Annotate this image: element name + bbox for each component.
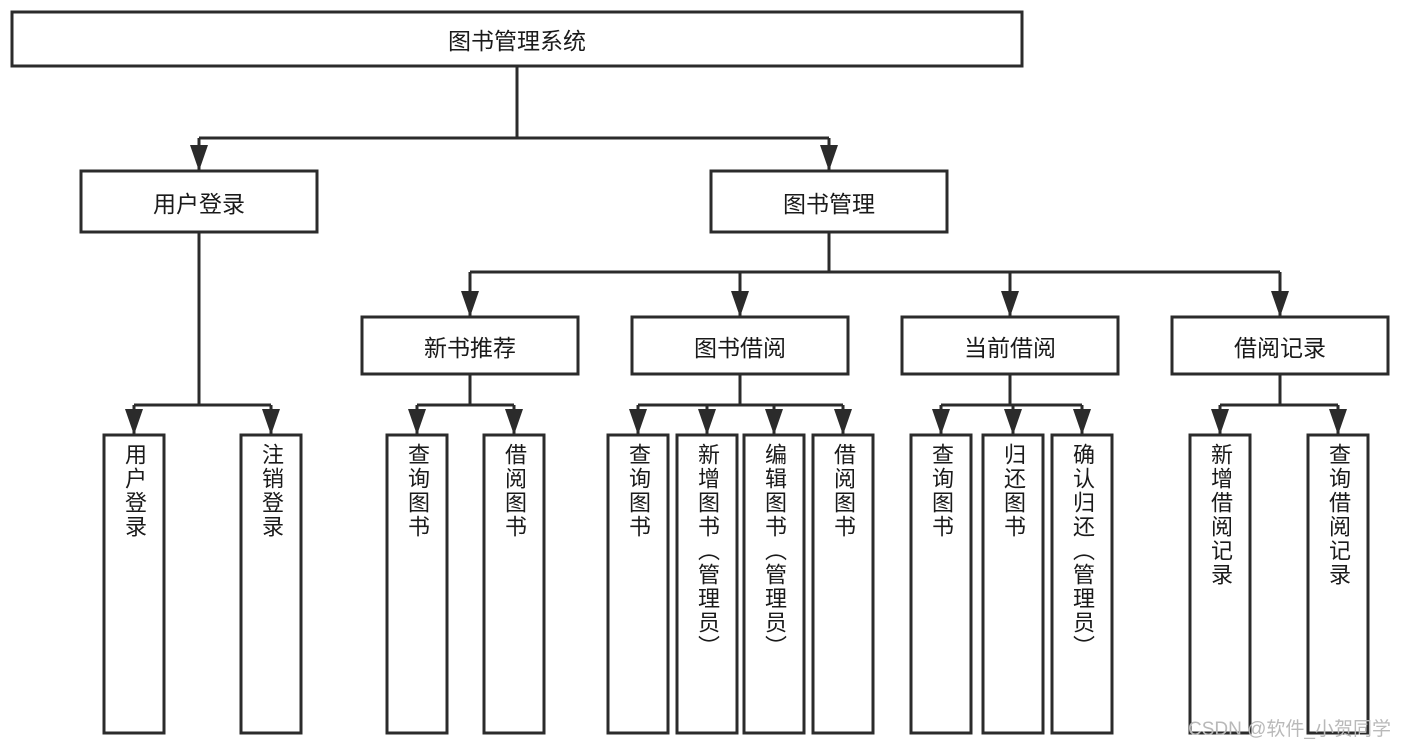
connector-layer — [125, 66, 1347, 435]
arrow-head-icon-leaf-borrow-book-rec — [505, 409, 523, 435]
node-box-leaf-query-book-current — [909, 433, 973, 735]
node-box-borrow-record — [1170, 315, 1390, 376]
arrow-head-icon-leaf-return-book — [1004, 409, 1022, 435]
arrow-head-icon-leaf-query-book-current — [932, 409, 950, 435]
node-box-leaf-borrow-book-rec — [482, 433, 546, 735]
node-box-leaf-user-login — [102, 433, 166, 735]
arrow-head-icon-leaf-borrow-book — [834, 409, 852, 435]
node-box-leaf-query-borrow-record — [1306, 433, 1370, 735]
node-box-leaf-edit-book-admin — [742, 433, 806, 735]
arrow-head-icon-leaf-logout-login — [262, 409, 280, 435]
node-box-leaf-borrow-book — [811, 433, 875, 735]
node-box-leaf-confirm-return-admin — [1050, 433, 1114, 735]
arrow-head-icon-leaf-add-borrow-record — [1211, 409, 1229, 435]
arrow-head-icon-leaf-query-book-borrow — [629, 409, 647, 435]
arrow-head-icon-leaf-query-borrow-record — [1329, 409, 1347, 435]
node-box-leaf-add-borrow-record — [1188, 433, 1252, 735]
node-box-user-login — [79, 169, 319, 234]
node-box-root — [10, 10, 1024, 68]
arrow-head-icon-current-borrow — [1001, 291, 1019, 317]
node-box-leaf-logout-login — [239, 433, 303, 735]
arrow-head-icon-leaf-query-book-rec — [408, 409, 426, 435]
arrow-head-icon-borrow-record — [1271, 291, 1289, 317]
node-box-leaf-add-book-admin — [675, 433, 739, 735]
node-box-book-borrow — [630, 315, 850, 376]
arrow-head-icon-book-management — [820, 145, 838, 171]
node-box-current-borrow — [900, 315, 1120, 376]
node-box-book-management — [709, 169, 949, 234]
node-box-leaf-query-book-rec — [385, 433, 449, 735]
node-box-new-book-recommend — [360, 315, 580, 376]
arrow-head-icon-leaf-user-login — [125, 409, 143, 435]
arrow-head-icon-user-login — [190, 145, 208, 171]
arrow-head-icon-leaf-edit-book-admin — [765, 409, 783, 435]
node-box-layer — [10, 10, 1390, 735]
arrow-head-icon-book-borrow — [731, 291, 749, 317]
node-box-leaf-return-book — [981, 433, 1045, 735]
arrow-head-icon-leaf-confirm-return-admin — [1073, 409, 1091, 435]
arrow-head-icon-leaf-add-book-admin — [698, 409, 716, 435]
node-box-leaf-query-book-borrow — [606, 433, 670, 735]
arrow-head-icon-new-book-recommend — [461, 291, 479, 317]
